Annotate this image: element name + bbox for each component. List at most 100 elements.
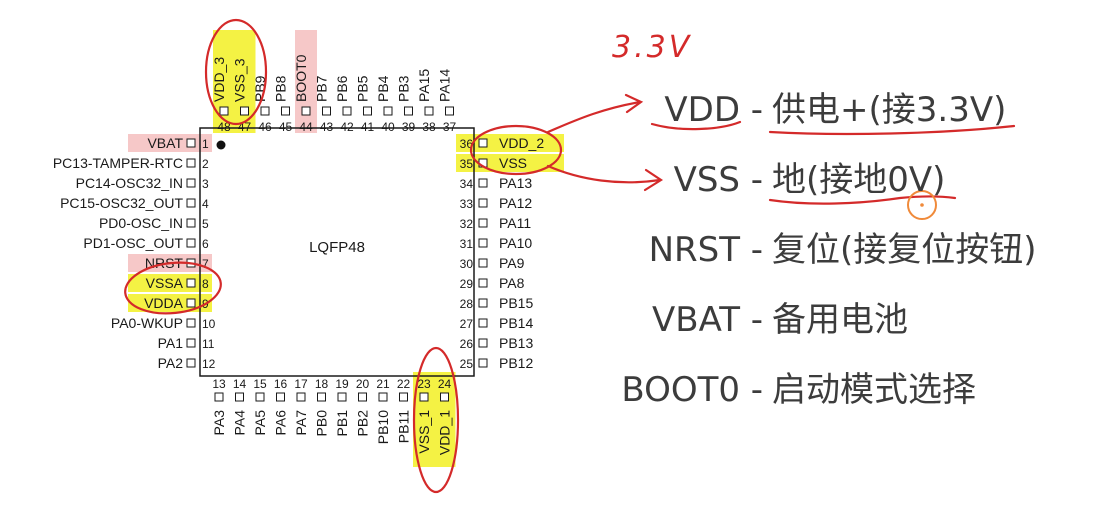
pin-box [186, 318, 196, 328]
pin-label: VSSA [146, 275, 184, 291]
pin-box [478, 178, 488, 188]
pin-number: 29 [460, 277, 474, 291]
pin-box [235, 392, 244, 402]
pin-label: VDDA [144, 295, 184, 311]
pin-number: 14 [233, 377, 247, 391]
pin-number: 5 [202, 217, 209, 231]
pin-label: PB15 [499, 295, 533, 311]
arrow-to-vss-line [546, 164, 662, 184]
pin-number: 22 [397, 377, 411, 391]
pin-number: 15 [253, 377, 267, 391]
pin-label: PB6 [334, 75, 350, 102]
pin-box [186, 278, 196, 288]
arrow-to-vss-head [643, 168, 664, 192]
pin-number: 11 [202, 337, 215, 351]
pin-number: 18 [315, 377, 329, 391]
pin-highlight [213, 30, 235, 133]
pin-box [478, 238, 488, 248]
pin-number: 26 [460, 337, 474, 351]
pin-label: PB4 [375, 75, 391, 102]
pin-number: 8 [202, 277, 209, 291]
legend-pin-name: NRST [648, 230, 740, 270]
pin-box [399, 392, 408, 402]
pin-box [296, 392, 306, 402]
pin-label: PB11 [396, 410, 412, 443]
pin-number: 35 [460, 157, 474, 171]
pin-label: PB0 [314, 410, 330, 437]
pin-box [337, 392, 347, 402]
pin-highlight [295, 30, 317, 133]
pin-highlight [413, 372, 435, 467]
pin-number: 30 [460, 257, 474, 271]
package-label: LQFP48 [309, 239, 365, 256]
cursor-indicator [907, 190, 937, 220]
pin-label: PB2 [355, 410, 371, 437]
pin-highlight [233, 30, 256, 133]
pin-number: 2 [202, 157, 209, 171]
pin-box [186, 218, 196, 228]
pin-label: PB7 [314, 75, 330, 102]
pin-label: PA2 [158, 355, 184, 371]
pin-number: 21 [376, 377, 390, 391]
pin-label: PA15 [416, 69, 432, 102]
pin-box [186, 238, 196, 248]
pin-number: 23 [417, 377, 431, 391]
pin-label: PA7 [293, 410, 309, 436]
legend-separator: - [740, 300, 774, 340]
pin-number: 31 [460, 237, 474, 251]
pin-label: PA12 [499, 195, 532, 211]
pin-box [440, 392, 449, 402]
pin-box [317, 392, 326, 402]
circle-annotation-vssa-vdda [124, 261, 222, 315]
pin-number: 38 [422, 120, 436, 134]
circle-annotation-vdd2-vss [469, 124, 563, 176]
arrow-to-vdd-line [546, 100, 642, 134]
annotation-layer [124, 18, 1016, 494]
pin-number: 28 [460, 297, 474, 311]
underline-vss-desc [768, 195, 957, 205]
legend-pin-name: BOOT0 [621, 370, 740, 410]
pin-number: 40 [381, 120, 395, 134]
legend-description: 启动模式选择 [772, 370, 976, 410]
pin-number: 27 [460, 317, 474, 331]
pin-label: PD0-OSC_IN [99, 215, 183, 231]
pin-number: 41 [361, 120, 375, 134]
pin-number: 25 [460, 357, 474, 371]
pin-number: 3 [202, 177, 209, 191]
pin-box [424, 106, 434, 116]
pin-label: PD1-OSC_OUT [83, 235, 183, 251]
pin-box [478, 198, 488, 208]
pin-box [255, 392, 265, 402]
legend-description: 地(接地0V) [772, 160, 946, 200]
legend-separator: - [740, 90, 774, 130]
pin-label: PA0-WKUP [111, 315, 183, 331]
pin-number: 48 [217, 120, 231, 134]
pin-box [186, 338, 196, 348]
legend-pin-name: VBAT [652, 300, 740, 340]
pin-box [240, 106, 249, 116]
pin-label: PA11 [499, 215, 531, 231]
pin-number: 1 [202, 137, 209, 151]
pin-box [301, 106, 311, 116]
pin-label: PB14 [499, 315, 533, 331]
pin-box [186, 138, 196, 148]
legend-pin-name: VDD [664, 90, 740, 130]
legend-description: 备用电池 [772, 300, 908, 340]
pin-label: PA6 [273, 410, 289, 436]
pin-label: PA8 [499, 275, 525, 291]
pin-box [214, 392, 224, 402]
pin-box [186, 198, 196, 208]
pin-label: PA5 [252, 410, 268, 436]
pin-number: 20 [356, 377, 370, 391]
highlight-layer [128, 30, 564, 467]
pin-box [186, 358, 196, 368]
pin-number: 32 [460, 217, 474, 231]
pin-label: PC13-TAMPER-RTC [53, 155, 183, 171]
pin-box [419, 392, 429, 402]
pin-box [478, 338, 488, 348]
pin-box [404, 106, 413, 116]
pin-box [478, 318, 488, 328]
pin-box [276, 392, 285, 402]
pin-number: 4 [202, 197, 209, 211]
